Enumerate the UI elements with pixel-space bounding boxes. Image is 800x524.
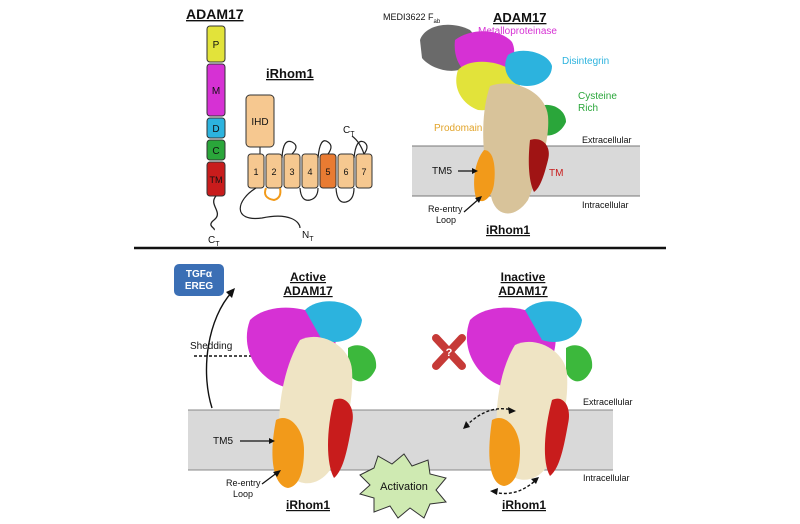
loop-2-3-top	[281, 140, 297, 159]
helix-2-label: 2	[271, 167, 276, 177]
loop-4-5-top	[317, 140, 332, 159]
shedding-arrowhead	[226, 288, 235, 298]
shedding-arc	[205, 291, 233, 409]
irhom1-label-bottom-left: iRhom1	[286, 498, 330, 512]
tgf-label: TGFα	[186, 269, 213, 280]
cryoem-structure-panel: MEDI3622 Fab ADAM17 Metalloproteinase Di…	[383, 10, 640, 237]
helix-4	[301, 153, 319, 189]
helix-6-label: 6	[343, 167, 348, 177]
inactive-title-line2: ADAM17	[498, 284, 548, 298]
loop-5-6-bottom	[335, 187, 355, 203]
reentry-label-top-2: Loop	[436, 215, 456, 225]
adam17-ct-tail	[210, 195, 219, 231]
irhom-ct-label: CT	[343, 125, 355, 138]
bottom-panel: TGFα EREG Shedding Active ADAM17 TM5 Re-…	[174, 264, 633, 519]
reentry-label-bottom-1: Re-entry	[226, 478, 261, 488]
reentry-label-top-1: Re-entry	[428, 204, 463, 214]
ihd-label: IHD	[251, 117, 268, 128]
helix-5-label: 5	[325, 167, 330, 177]
irhom-nt-label: NT	[302, 230, 314, 243]
prodomain-label: Prodomain	[434, 123, 482, 134]
irhom1-title-top-right: iRhom1	[486, 223, 530, 237]
inactive-title-line1: Inactive	[501, 270, 546, 284]
adam17-domain-schematic: ADAM17 P M D C TM CT	[186, 6, 244, 248]
loop-3-4-bottom	[299, 187, 319, 201]
extracellular-label-top: Extracellular	[582, 135, 632, 145]
inactive-question-mark: ?	[446, 347, 453, 359]
helix-2	[265, 153, 283, 189]
motion-arrowhead-lower-right	[531, 477, 539, 484]
disintegrin-label: Disintegrin	[562, 56, 609, 67]
helix-1-label: 1	[253, 167, 258, 177]
domain-m-box	[206, 63, 226, 117]
domain-d-label: D	[212, 124, 219, 135]
ct-tail-irhom	[351, 135, 365, 155]
reentry-arrowhead-bottom	[273, 470, 281, 477]
active-tm-red	[328, 398, 353, 478]
adam17-title-top-right: ADAM17	[493, 10, 546, 25]
helix-1	[247, 153, 265, 189]
motion-arrowhead-upper-right	[508, 407, 516, 414]
tm5-arrowhead-bottom	[269, 438, 275, 444]
tm5-arrowhead-top	[472, 168, 478, 174]
reentry-arrowhead-top	[475, 196, 482, 203]
fab-label: MEDI3622 Fab	[383, 12, 441, 25]
motion-arrow-upper	[465, 408, 513, 427]
tgf-ereg-box	[174, 264, 224, 296]
irhom1-title-top-left: iRhom1	[266, 66, 314, 81]
inactive-tm-red	[544, 398, 570, 476]
adam17-ct-label: CT	[208, 235, 220, 248]
helix-6	[337, 153, 355, 189]
active-title-line2: ADAM17	[283, 284, 333, 298]
domain-m-label: M	[212, 86, 220, 97]
nt-tail	[239, 187, 301, 229]
active-title-line1: Active	[290, 270, 326, 284]
reentry-label-bottom-2: Loop	[233, 489, 253, 499]
activation-label: Activation	[380, 481, 428, 493]
tm5-label-bottom: TM5	[213, 436, 233, 447]
irhom-tm5-density	[474, 150, 495, 202]
intracellular-label-bottom: Intracellular	[583, 473, 630, 483]
motion-arrowhead-lower-left	[490, 488, 498, 495]
ereg-label-real: EREG	[185, 281, 214, 292]
helix-7-label: 7	[361, 167, 366, 177]
cysteine-label-line1: Cysteine	[578, 91, 617, 102]
loop-6-7-top	[353, 140, 368, 159]
irhom1-label-bottom-right: iRhom1	[502, 498, 546, 512]
inactive-orange-irhom	[489, 418, 520, 486]
helix-4-label: 4	[307, 167, 312, 177]
irhom1-topology: iRhom1 IHD 1 2 3 4 5 6 7 NT CT	[239, 66, 373, 243]
inactive-adam17-model	[466, 301, 593, 486]
motion-arrow-lower	[493, 479, 537, 495]
tm5-label-top: TM5	[432, 166, 452, 177]
tm-label-top: TM	[549, 168, 563, 179]
domain-d-box	[206, 117, 226, 139]
shedding-label: Shedding	[190, 341, 232, 352]
adam17-title-top-left: ADAM17	[186, 6, 244, 22]
domain-p-box	[206, 25, 226, 63]
extracellular-label-bottom: Extracellular	[583, 397, 633, 407]
inactive-green-domain	[566, 345, 593, 382]
helix-3-label: 3	[289, 167, 294, 177]
domain-c-box	[206, 139, 226, 161]
cysteine-label-line2: Rich	[578, 103, 598, 114]
inactive-cross-icon	[432, 334, 466, 370]
inactive-cyan-domain	[525, 301, 582, 342]
domain-c-label: C	[212, 146, 219, 157]
active-cyan-domain	[305, 301, 362, 342]
motion-arrowhead-upper-left	[463, 421, 470, 429]
disintegrin-density	[505, 50, 552, 86]
activation-burst	[358, 453, 447, 519]
domain-p-label: P	[213, 40, 220, 51]
tm-density	[528, 139, 549, 192]
reentry-orange-loop	[264, 187, 282, 202]
metalloproteinase-label: Metalloproteinase	[478, 26, 557, 37]
active-green-domain	[348, 345, 377, 382]
intracellular-label-top: Intracellular	[582, 200, 629, 210]
domain-tm-label: TM	[210, 175, 223, 185]
